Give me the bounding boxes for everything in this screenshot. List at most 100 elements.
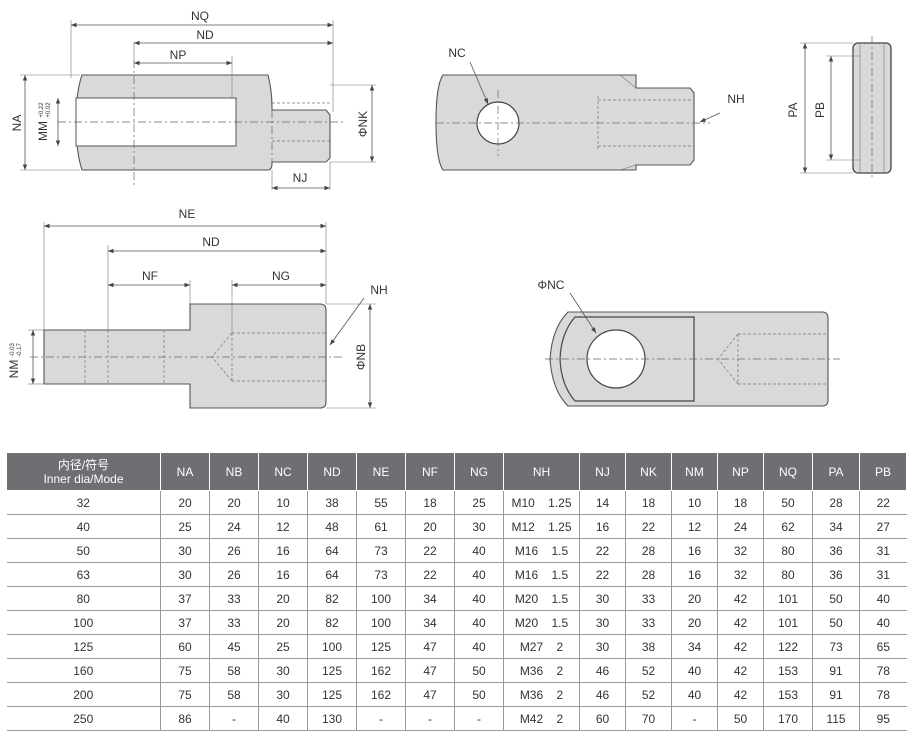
nd-label: ND: [196, 28, 214, 42]
cell-nd: 100: [307, 634, 357, 659]
cell-na: 20: [160, 490, 210, 515]
cell-nq: 62: [763, 514, 813, 539]
cell-np: 42: [717, 658, 764, 683]
cell-nq: 170: [763, 706, 813, 731]
column-header-na: NA: [160, 452, 210, 491]
column-header-nj: NJ: [579, 452, 626, 491]
cell-nc: 30: [258, 682, 308, 707]
cell-np: 42: [717, 610, 764, 635]
cell-pa: 115: [812, 706, 860, 731]
nc-label: NC: [448, 46, 466, 60]
cell-na: 25: [160, 514, 210, 539]
cell-ng: -: [454, 706, 504, 731]
cell-nj: 14: [579, 490, 626, 515]
cell-np: 24: [717, 514, 764, 539]
cell-nc: 16: [258, 562, 308, 587]
cell-nq: 80: [763, 538, 813, 563]
rod-end-side-view: ΦNC: [538, 278, 840, 407]
cell-ne: 125: [356, 634, 406, 659]
cell-nf: 22: [405, 562, 455, 587]
cell-nh: M20 1.5: [503, 610, 580, 635]
cell-pb: 31: [859, 562, 907, 587]
cell-na: 37: [160, 586, 210, 611]
nq-label: NQ: [191, 9, 209, 23]
column-header-nd: ND: [307, 452, 357, 491]
cell-nm: 10: [671, 490, 718, 515]
cell-nh: M16 1.5: [503, 538, 580, 563]
header-line-cn: 内径/符号: [57, 457, 110, 472]
cell-ng: 40: [454, 538, 504, 563]
cell-nf: -: [405, 706, 455, 731]
cell-np: 18: [717, 490, 764, 515]
cell-ne: 73: [356, 538, 406, 563]
header-line-en: Inner dia/Mode: [43, 471, 124, 486]
cell-nb: 33: [209, 586, 259, 611]
cell-pb: 95: [859, 706, 907, 731]
cell-nj: 22: [579, 538, 626, 563]
cell-nf: 18: [405, 490, 455, 515]
pb-label: PB: [813, 102, 827, 118]
cell-nf: 47: [405, 658, 455, 683]
cell-nh: M42 2: [503, 706, 580, 731]
cell-na: 60: [160, 634, 210, 659]
cell-ng: 50: [454, 658, 504, 683]
np-label: NP: [170, 48, 187, 62]
column-header-nm: NM: [671, 452, 718, 491]
cell-nf: 47: [405, 634, 455, 659]
nk-label: ΦNK: [356, 111, 370, 137]
cell-nb: 58: [209, 658, 259, 683]
cell-pb: 40: [859, 586, 907, 611]
nm-tol-bot: -0.17: [17, 343, 23, 357]
cell-nj: 30: [579, 610, 626, 635]
cell-pb: 78: [859, 682, 907, 707]
ne-label: NE: [179, 207, 196, 221]
cell-nc: 25: [258, 634, 308, 659]
clevis-side-view: NC NH: [435, 46, 745, 171]
cell-np: 50: [717, 706, 764, 731]
cell-nd: 125: [307, 682, 357, 707]
column-header-nq: NQ: [763, 452, 813, 491]
cell-pa: 91: [812, 682, 860, 707]
cell-ne: 100: [356, 586, 406, 611]
mm-tol-top: +0.22: [39, 102, 45, 118]
cell-nf: 34: [405, 586, 455, 611]
cell-nk: 52: [625, 682, 672, 707]
column-header-nc: NC: [258, 452, 308, 491]
cell-ne: 61: [356, 514, 406, 539]
cell-pa: 28: [812, 490, 860, 515]
cell-nq: 101: [763, 586, 813, 611]
cell-inner-dia: 125: [6, 634, 161, 659]
cell-nc: 10: [258, 490, 308, 515]
nm-label: NM: [7, 360, 21, 379]
cell-np: 42: [717, 682, 764, 707]
column-header-ng: NG: [454, 452, 504, 491]
cell-nk: 22: [625, 514, 672, 539]
cell-nf: 20: [405, 514, 455, 539]
cell-pa: 50: [812, 586, 860, 611]
column-header-nb: NB: [209, 452, 259, 491]
cell-nh: M27 2: [503, 634, 580, 659]
cell-nk: 28: [625, 562, 672, 587]
cell-nm: 20: [671, 586, 718, 611]
cell-na: 30: [160, 538, 210, 563]
cell-ne: 100: [356, 610, 406, 635]
nj-label: NJ: [293, 171, 308, 185]
header-inner-dia: 内径/符号 Inner dia/Mode: [6, 452, 161, 491]
cell-inner-dia: 32: [6, 490, 161, 515]
cell-nk: 18: [625, 490, 672, 515]
cell-nq: 153: [763, 658, 813, 683]
column-header-nh: NH: [503, 452, 580, 491]
cell-ng: 40: [454, 586, 504, 611]
cell-ng: 40: [454, 634, 504, 659]
cell-nh: M12 1.25: [503, 514, 580, 539]
column-header-np: NP: [717, 452, 764, 491]
cell-inner-dia: 40: [6, 514, 161, 539]
cell-nb: 26: [209, 562, 259, 587]
cell-nm: 12: [671, 514, 718, 539]
cell-ng: 40: [454, 562, 504, 587]
